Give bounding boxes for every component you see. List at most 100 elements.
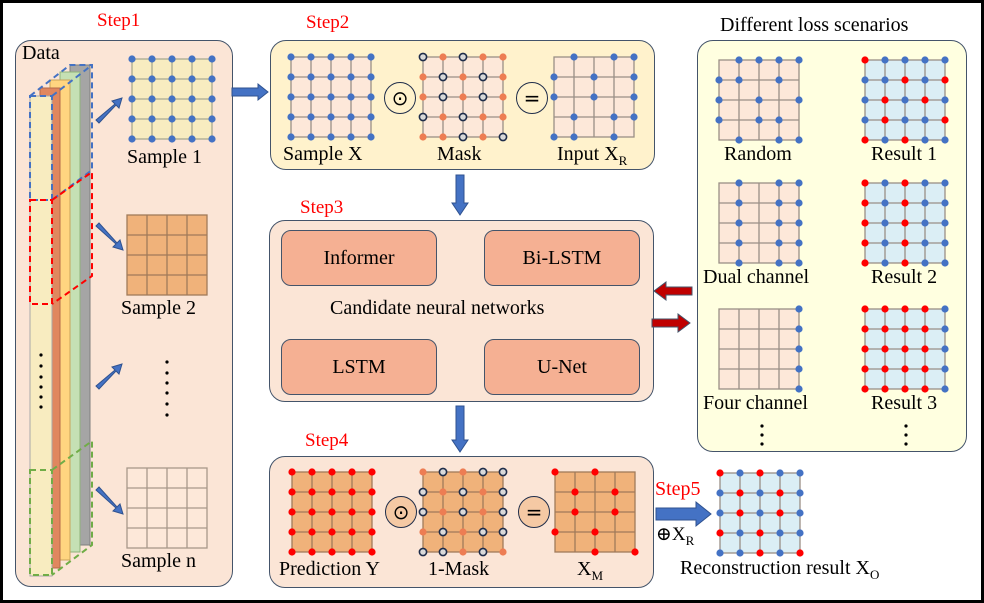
grid-node-blue bbox=[881, 199, 889, 207]
step2-label: Step2 bbox=[306, 12, 350, 33]
selection-blue bbox=[29, 64, 93, 201]
grid-node-blue bbox=[128, 95, 136, 103]
grid-node-blue bbox=[128, 115, 136, 123]
grid-node-blue bbox=[775, 259, 783, 267]
grid-node-blue bbox=[168, 135, 176, 143]
sample2-label: Sample 2 bbox=[121, 297, 196, 319]
grid-node-red bbox=[756, 529, 764, 537]
grid-node-red bbox=[288, 548, 296, 556]
step5-operation: ⊕XR bbox=[656, 524, 695, 548]
grid-node-red bbox=[288, 468, 296, 476]
grid-node-orange bbox=[419, 468, 427, 476]
grid-node-blue bbox=[796, 529, 804, 537]
inputxr-label: Input XR bbox=[557, 143, 628, 168]
grid-node-blue bbox=[795, 239, 803, 247]
reconstruction-grid bbox=[716, 469, 804, 557]
grid-node-blue bbox=[307, 93, 315, 101]
grid-node-blue bbox=[610, 113, 618, 121]
grid-node-blue bbox=[735, 239, 743, 247]
grid-node-blue bbox=[941, 96, 949, 104]
step4-label: Step4 bbox=[305, 430, 349, 451]
grid-node-red bbox=[716, 529, 724, 537]
grid-node-blue bbox=[776, 469, 784, 477]
grid-node-red bbox=[921, 325, 929, 333]
grid-node-red bbox=[348, 488, 356, 496]
arrow-step5 bbox=[655, 500, 712, 528]
grid-node-blue bbox=[148, 135, 156, 143]
grid-node-orange bbox=[419, 133, 427, 141]
grid-node-blue bbox=[347, 53, 355, 61]
loss-scenarios-title: Different loss scenarios bbox=[720, 14, 909, 36]
grid-node-orange bbox=[479, 488, 487, 496]
arrow-step3-to-loss bbox=[651, 313, 691, 333]
grid-node-hollow bbox=[418, 52, 428, 62]
grid-node-blue bbox=[208, 115, 216, 123]
grid-node-blue bbox=[208, 55, 216, 63]
result1-label: Result 1 bbox=[871, 143, 938, 165]
grid-node-hollow bbox=[438, 72, 448, 82]
grid-node-red bbox=[861, 56, 869, 64]
grid-node-blue bbox=[550, 73, 558, 81]
grid-node-blue bbox=[287, 113, 295, 121]
grid-node-blue bbox=[148, 95, 156, 103]
arrow-step3-to-step4 bbox=[451, 405, 469, 453]
grid-node-blue bbox=[795, 136, 803, 144]
grid-node-blue bbox=[570, 53, 578, 61]
grid-node-blue bbox=[796, 489, 804, 497]
grid-node-hollow bbox=[458, 507, 468, 517]
grid-node-hollow bbox=[458, 112, 468, 122]
four-channel-label: Four channel bbox=[703, 392, 808, 414]
grid-node-red bbox=[328, 508, 336, 516]
grid-node-blue bbox=[795, 385, 803, 393]
grid-node-orange bbox=[459, 73, 467, 81]
grid-node-red bbox=[368, 468, 376, 476]
mask-label: Mask bbox=[437, 143, 482, 165]
grid-node-blue bbox=[307, 113, 315, 121]
network-bilstm: Bi-LSTM bbox=[484, 230, 640, 286]
grid-node-blue bbox=[287, 53, 295, 61]
grid-node-blue bbox=[367, 73, 375, 81]
grid-node-red bbox=[368, 508, 376, 516]
grid-node-red bbox=[716, 469, 724, 477]
grid-node-blue bbox=[921, 219, 929, 227]
grid-node-blue bbox=[327, 73, 335, 81]
grid-node-blue bbox=[921, 199, 929, 207]
grid-node-blue bbox=[630, 113, 638, 121]
grid-node-red bbox=[611, 508, 619, 516]
grid-node-red bbox=[861, 199, 869, 207]
grid-node-hollow bbox=[478, 92, 488, 102]
grid-node-blue bbox=[775, 116, 783, 124]
grid-node-blue bbox=[550, 93, 558, 101]
grid-node-red bbox=[368, 528, 376, 536]
grid-node-blue bbox=[307, 133, 315, 141]
samplen-grid bbox=[126, 467, 208, 549]
arrow-loss-to-step3 bbox=[653, 281, 693, 301]
grid-node-red bbox=[861, 365, 869, 373]
grid-node-blue bbox=[776, 549, 784, 557]
predictiony-label: Prediction Y bbox=[279, 558, 380, 580]
result3-grid bbox=[861, 305, 949, 393]
grid-node-orange bbox=[479, 508, 487, 516]
grid-node-blue bbox=[795, 259, 803, 267]
samplen-label: Sample n bbox=[121, 550, 196, 572]
grid-node-hollow bbox=[498, 487, 508, 497]
grid-node-blue bbox=[901, 96, 909, 104]
grid-node-red bbox=[591, 528, 599, 536]
grid-node-blue bbox=[941, 239, 949, 247]
grid-node-blue bbox=[941, 325, 949, 333]
grid-node-blue bbox=[148, 115, 156, 123]
grid-node-blue bbox=[735, 199, 743, 207]
grid-node-hollow bbox=[498, 507, 508, 517]
grid-node-blue bbox=[188, 95, 196, 103]
grid-node-blue bbox=[901, 56, 909, 64]
grid-node-blue bbox=[716, 549, 724, 557]
sample1-label: Sample 1 bbox=[127, 146, 202, 168]
grid-node-red bbox=[881, 305, 889, 313]
grid-node-blue bbox=[755, 116, 763, 124]
grid-node-red bbox=[551, 468, 559, 476]
grid-node-red bbox=[901, 199, 909, 207]
grid-node-blue bbox=[128, 135, 136, 143]
selection-green bbox=[29, 439, 93, 576]
grid-node-blue bbox=[861, 116, 869, 124]
grid-node-blue bbox=[881, 219, 889, 227]
